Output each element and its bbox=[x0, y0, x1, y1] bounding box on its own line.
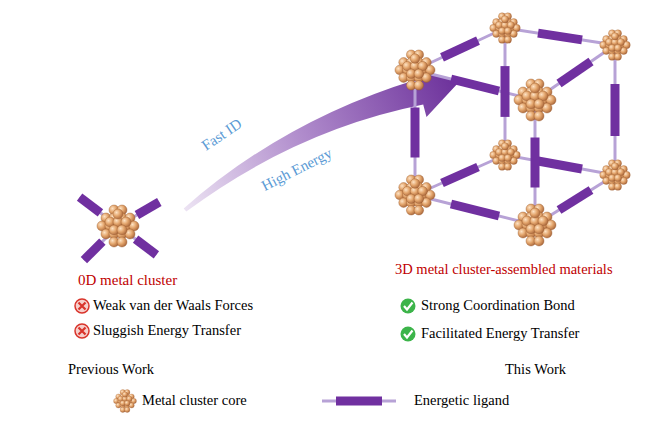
cluster-core bbox=[514, 204, 556, 246]
cluster-core bbox=[600, 160, 631, 191]
cluster-core bbox=[97, 205, 139, 247]
ligand-body bbox=[538, 161, 582, 169]
ligand-bodies bbox=[80, 197, 160, 260]
ligand-body bbox=[451, 79, 499, 91]
cross-icon bbox=[75, 299, 89, 313]
drawback-item: Weak van der Waals Forces bbox=[93, 297, 253, 314]
ligand-links bbox=[415, 28, 615, 225]
ligand-body bbox=[411, 108, 420, 158]
ligand-body bbox=[531, 138, 540, 188]
legend-text: Metal cluster core bbox=[142, 392, 247, 409]
ligand-body bbox=[538, 33, 582, 40]
cluster-core bbox=[490, 140, 521, 171]
check-icon bbox=[401, 299, 416, 314]
cross-icon bbox=[75, 324, 89, 338]
check-icon bbox=[401, 327, 416, 342]
cluster-core bbox=[395, 50, 435, 90]
ligand-links bbox=[80, 197, 160, 260]
ligand-body bbox=[611, 84, 620, 136]
legend-cluster-sample bbox=[114, 390, 137, 413]
ligand-link bbox=[504, 28, 507, 155]
panel-caption: Previous Work bbox=[68, 361, 154, 378]
cluster-core bbox=[395, 175, 435, 215]
ligand-link bbox=[614, 45, 617, 175]
ligand-body bbox=[137, 202, 159, 215]
ligand-body bbox=[501, 66, 510, 117]
zero-d-cluster bbox=[80, 197, 160, 260]
ligand-body bbox=[442, 41, 478, 58]
cluster-core bbox=[600, 30, 631, 61]
panel-heading: 3D metal cluster-assembled materials bbox=[395, 261, 613, 278]
ligand-body bbox=[136, 239, 157, 255]
ligand-body bbox=[559, 190, 591, 210]
arrow-label: Fast ID bbox=[199, 115, 246, 154]
panel-caption: This Work bbox=[505, 361, 566, 378]
legend-text: Energetic ligand bbox=[414, 392, 509, 409]
cube-framework bbox=[395, 13, 630, 246]
ligand-body bbox=[451, 204, 499, 216]
ligand-link bbox=[505, 28, 615, 45]
ligand-body bbox=[442, 167, 478, 183]
legend-ligand-sample bbox=[322, 401, 396, 402]
ligand-body bbox=[559, 62, 591, 84]
ligand-body bbox=[80, 197, 101, 213]
drawback-item: Sluggish Energy Transfer bbox=[93, 322, 241, 339]
panel-heading: 0D metal cluster bbox=[78, 272, 177, 289]
ligand-bodies bbox=[415, 33, 615, 216]
advantage-item: Facilitated Energy Transfer bbox=[421, 325, 579, 342]
cluster-core bbox=[514, 79, 556, 121]
cluster-core bbox=[490, 13, 521, 44]
ligand-body bbox=[84, 242, 103, 261]
advantage-item: Strong Coordination Bond bbox=[421, 297, 575, 314]
ligand-link bbox=[505, 155, 615, 175]
